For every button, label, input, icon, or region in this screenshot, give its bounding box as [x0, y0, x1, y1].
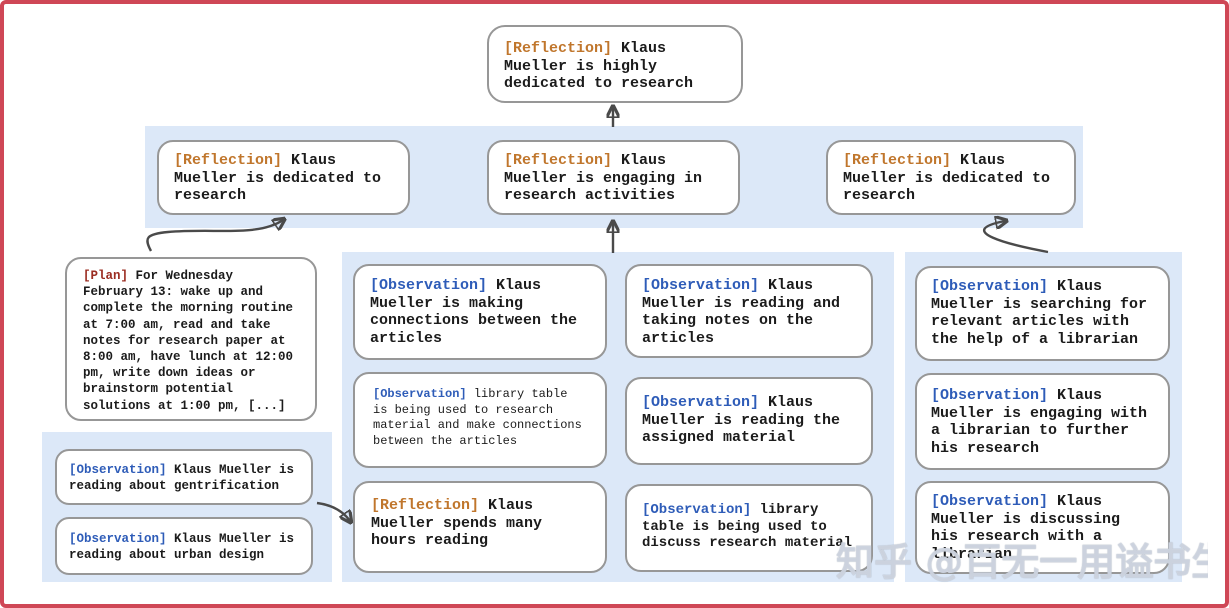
node-text: Klaus Mueller is engaging with a librari…	[931, 387, 1148, 457]
reflection-tag: [Reflection]	[174, 152, 292, 169]
node-reflection-right: [Reflection] Klaus Mueller is dedicated …	[826, 140, 1076, 215]
reflection-tag: [Reflection]	[504, 40, 622, 57]
node-observation-library-research: [Observation] library table is being use…	[353, 372, 607, 468]
node-reflection-middle: [Reflection] Klaus Mueller is engaging i…	[487, 140, 740, 215]
observation-tag: [Observation]	[642, 394, 769, 411]
node-text: Klaus Mueller is reading and taking note…	[642, 277, 841, 347]
node-observation-assigned-material: [Observation] Klaus Mueller is reading t…	[625, 377, 873, 465]
node-text: For Wednesday February 13: wake up and c…	[83, 269, 294, 413]
node-text: Klaus Mueller is making connections betw…	[370, 277, 578, 347]
node-text: Klaus Mueller is reading about gentrific…	[69, 463, 295, 493]
observation-tag: [Observation]	[931, 493, 1058, 510]
observation-tag: [Observation]	[69, 532, 175, 546]
observation-tag: [Observation]	[642, 502, 760, 518]
node-text: Klaus Mueller is engaging in research ac…	[504, 152, 703, 204]
node-observation-searching-articles: [Observation] Klaus Mueller is searching…	[915, 266, 1170, 361]
observation-tag: [Observation]	[370, 277, 497, 294]
observation-tag: [Observation]	[69, 463, 175, 477]
node-text: library table is being used to research …	[373, 387, 582, 448]
observation-tag: [Observation]	[642, 277, 769, 294]
node-reflection-root: [Reflection] Klaus Mueller is highly ded…	[487, 25, 743, 103]
node-plan: [Plan] For Wednesday February 13: wake u…	[65, 257, 317, 421]
observation-tag: [Observation]	[931, 278, 1058, 295]
node-text: Klaus Mueller is dedicated to research	[174, 152, 382, 204]
node-text: Klaus Mueller is reading the assigned ma…	[642, 394, 841, 446]
reflection-tag: [Reflection]	[504, 152, 622, 169]
watermark: 知乎 @百无一用谥书生	[836, 540, 1208, 584]
reflection-tag: [Reflection]	[371, 497, 489, 514]
node-observation-connections: [Observation] Klaus Mueller is making co…	[353, 264, 607, 360]
node-observation-discussing-research: [Observation] Klaus Mueller is discussin…	[915, 481, 1170, 574]
node-text: Klaus Mueller is highly dedicated to res…	[504, 40, 694, 92]
node-reflection-hours-reading: [Reflection] Klaus Mueller spends many h…	[353, 481, 607, 573]
node-text: Klaus Mueller spends many hours reading	[371, 497, 543, 549]
node-observation-library-discuss: [Observation] library table is being use…	[625, 484, 873, 572]
node-observation-urban-design: [Observation] Klaus Mueller is reading a…	[55, 517, 313, 575]
observation-tag: [Observation]	[931, 387, 1058, 404]
plan-tag: [Plan]	[83, 269, 136, 283]
node-text: Klaus Mueller is reading about urban des…	[69, 532, 295, 562]
node-text: Klaus Mueller is searching for relevant …	[931, 278, 1148, 348]
node-observation-gentrification: [Observation] Klaus Mueller is reading a…	[55, 449, 313, 505]
node-observation-taking-notes: [Observation] Klaus Mueller is reading a…	[625, 264, 873, 358]
observation-tag: [Observation]	[373, 387, 474, 401]
node-observation-engaging-librarian: [Observation] Klaus Mueller is engaging …	[915, 373, 1170, 470]
node-reflection-left: [Reflection] Klaus Mueller is dedicated …	[157, 140, 410, 215]
node-text: Klaus Mueller is dedicated to research	[843, 152, 1051, 204]
node-text: library table is being used to discuss r…	[642, 502, 853, 551]
node-text: Klaus Mueller is discussing his research…	[931, 493, 1121, 563]
reflection-tag: [Reflection]	[843, 152, 961, 169]
